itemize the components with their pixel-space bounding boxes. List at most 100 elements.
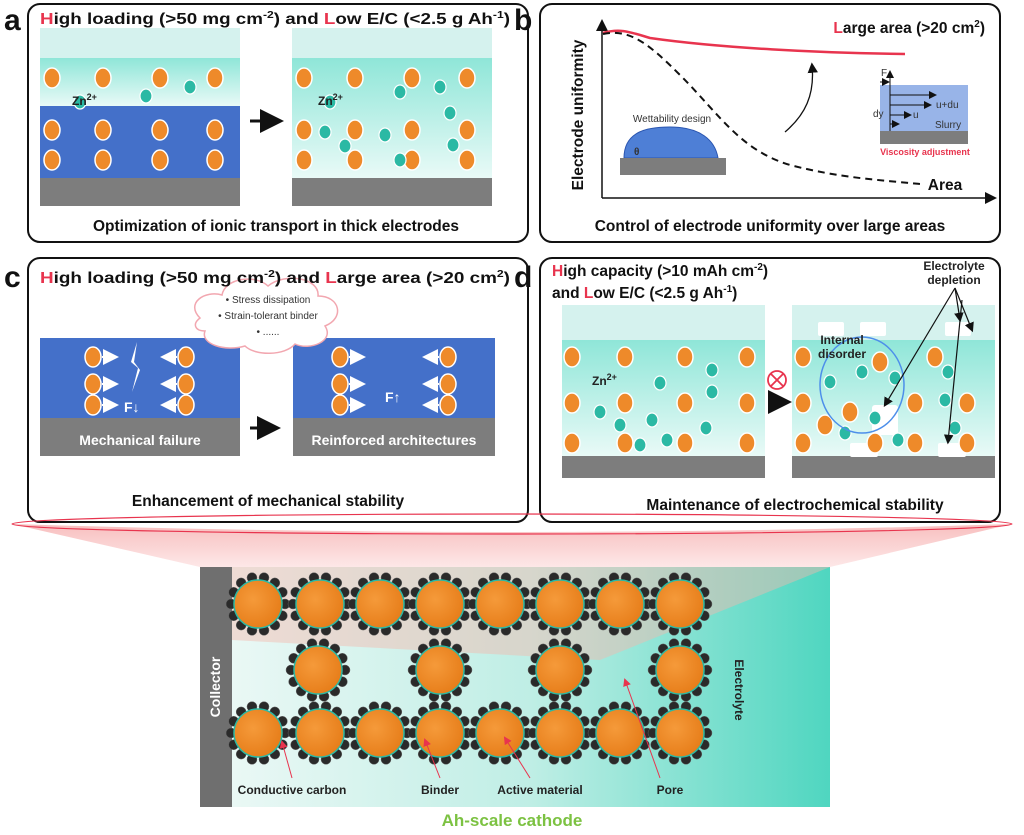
zn-ion (705, 384, 719, 400)
active-particle (295, 67, 313, 89)
active-material-particle (655, 708, 705, 758)
active-particle (331, 373, 349, 395)
x-axis-label: Area (928, 177, 963, 194)
active-particle (346, 67, 364, 89)
active-particle (439, 373, 457, 395)
active-particle (676, 392, 694, 414)
circled-x-icon (767, 370, 787, 390)
active-particle (458, 67, 476, 89)
panel-b-caption: Control of electrode uniformity over lar… (595, 218, 946, 235)
electrode-c-right (293, 338, 495, 418)
dy-label: dy (873, 109, 884, 120)
active-material-particle (295, 579, 345, 629)
zn-ion (613, 417, 627, 433)
active-material-particle (655, 579, 705, 629)
callout-arrows (279, 678, 661, 779)
collector-label: Collector (207, 656, 223, 717)
zoom-ellipse (11, 513, 1013, 535)
active-particle (84, 346, 102, 368)
panel-d-title-line2: and Low E/C (<2.5 g Ah-1) (552, 284, 737, 302)
active-material-label: Active material (497, 783, 582, 797)
zn-ion (446, 137, 460, 153)
electrode-c-left (40, 338, 240, 418)
active-particle (84, 394, 102, 416)
conductive-carbon-label: Conductive carbon (238, 783, 347, 797)
zn-ion (660, 432, 674, 448)
active-particle (177, 346, 195, 368)
active-particle (331, 346, 349, 368)
active-particle (906, 432, 924, 454)
force-label: F (881, 68, 887, 79)
active-particle (43, 149, 61, 171)
improvement-arrow (784, 62, 818, 133)
active-particle (563, 432, 581, 454)
active-particle (616, 392, 634, 414)
active-particle (403, 67, 421, 89)
active-material-particle (595, 708, 645, 758)
active-particle (94, 149, 112, 171)
active-particle (563, 346, 581, 368)
depletion-label: Electrolyte (923, 259, 985, 273)
disorder-region (819, 336, 905, 434)
active-material-particle (475, 708, 525, 758)
electrode-a-right (292, 28, 492, 206)
active-particle (295, 149, 313, 171)
active-particle (794, 432, 812, 454)
active-material-particle (415, 708, 465, 758)
pore-label: Pore (657, 783, 684, 797)
cathode-title: Ah-scale cathode (442, 811, 583, 830)
slurry-label: Slurry (935, 120, 961, 131)
viscosity-inset: F u+du u dy Slurry Viscosity adjustment (873, 68, 970, 157)
uniformity-curve-optimized (602, 29, 906, 56)
active-particle (738, 392, 756, 414)
panel-c-caption: Enhancement of mechanical stability (132, 493, 405, 510)
zn-ion (938, 392, 952, 408)
active-particle (346, 149, 364, 171)
viscosity-label: Viscosity adjustment (880, 147, 970, 157)
active-material-particle (415, 579, 465, 629)
panel-label-a: a (4, 4, 21, 37)
active-particle (676, 346, 694, 368)
cloud-bubble: • Stress dissipation • Strain-tolerant b… (193, 277, 339, 354)
zn-ion (139, 88, 153, 104)
cloud-item: • ...... (257, 327, 280, 338)
zn-ion (323, 94, 337, 110)
active-particle (958, 392, 976, 414)
cloud-item: • Strain-tolerant binder (218, 311, 318, 322)
zoom-fan (12, 524, 1012, 567)
panel-a-caption: Optimization of ionic transport in thick… (93, 218, 459, 235)
active-material-particle (595, 579, 645, 629)
active-particle (331, 394, 349, 416)
active-particle (206, 119, 224, 141)
active-particle (439, 394, 457, 416)
wettability-label: Wettability design (633, 114, 711, 125)
active-material-particle (535, 579, 585, 629)
active-particle (926, 346, 944, 368)
panel-d-title-line1: High capacity (>10 mAh cm-2) (552, 262, 768, 280)
zn-ion (855, 364, 869, 380)
active-material-particle (355, 708, 405, 758)
active-particle (676, 432, 694, 454)
panel-b: b Electrode uniformity Area Large area (… (514, 3, 1001, 243)
zn-ion (318, 124, 332, 140)
zn-ion (443, 105, 457, 121)
active-particle (738, 346, 756, 368)
droplet (623, 126, 719, 159)
active-particle (43, 119, 61, 141)
active-particle (151, 67, 169, 89)
active-material-particle (475, 579, 525, 629)
active-particle (151, 149, 169, 171)
active-particle (958, 432, 976, 454)
panel-b-title: Large area (>20 cm2) (833, 19, 985, 37)
active-particle (906, 392, 924, 414)
zn-ion (868, 410, 882, 426)
active-particle (151, 119, 169, 141)
zn-ion (645, 412, 659, 428)
zn-ion (823, 374, 837, 390)
zn-ion (633, 437, 647, 453)
panel-b-frame (539, 3, 1001, 243)
active-particle (94, 67, 112, 89)
active-particle (616, 432, 634, 454)
